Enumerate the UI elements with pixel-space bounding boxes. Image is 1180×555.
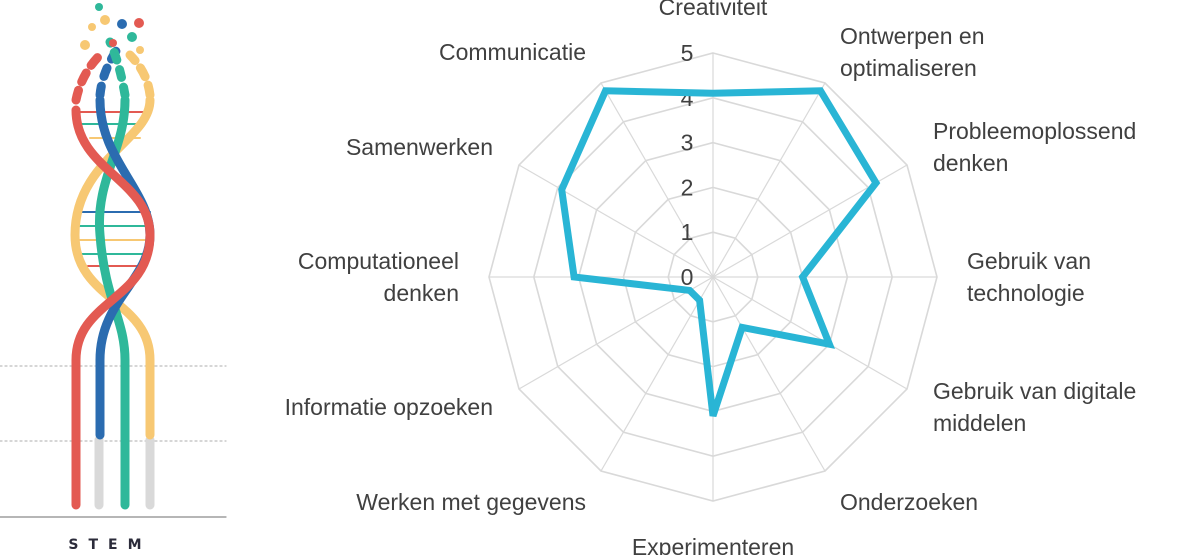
tick-label: 2 [681,174,694,200]
category-label-line: Probleemoplossend [933,118,1136,144]
category-label: Creativiteit [659,0,768,20]
logo-text: STEM [68,537,152,553]
grid-spoke [712,82,826,278]
stem-logo [0,3,227,518]
category-label-line: denken [933,150,1008,176]
category-label: Samenwerken [346,134,493,160]
category-label: Experimenteren [632,534,794,555]
category-label-line: Informatie opzoeken [285,394,493,420]
category-label: Werken met gegevens [356,489,586,515]
category-label: Onderzoeken [840,489,978,515]
category-label-line: Samenwerken [346,134,493,160]
grid-spoke [712,276,826,472]
grid-spoke [712,276,908,390]
radar-series [558,87,881,417]
category-label-line: middelen [933,410,1026,436]
grid-spoke [518,276,714,390]
category-label: Ontwerpen en optimaliseren [840,23,984,81]
category-label-line: Communicatie [439,39,586,65]
category-label-line: Onderzoeken [840,489,978,515]
category-label-line: Ontwerpen en [840,23,984,49]
tick-label: 1 [681,219,694,245]
category-label-line: Werken met gegevens [356,489,586,515]
category-label-line: denken [384,280,459,306]
category-label: Informatie opzoeken [285,394,493,420]
category-label: Probleemoplossend denken [933,118,1136,176]
category-label-line: optimaliseren [840,55,977,81]
category-label-line: Gebruik van digitale [933,378,1136,404]
grid-spoke [600,82,714,278]
category-label: Gebruik van digitale middelen [933,378,1136,436]
category-label-line: Experimenteren [632,534,794,555]
category-label-line: Gebruik van [967,248,1091,274]
category-label-line: technologie [967,280,1085,306]
category-label: Communicatie [439,39,586,65]
dna-helix-icon [0,3,227,518]
category-label-line: Computationeel [298,248,459,274]
tick-label: 4 [681,85,694,111]
radar-grid [488,52,938,502]
tick-label: 5 [681,40,694,66]
tick-label: 3 [681,130,694,156]
grid-spoke [518,164,714,278]
category-label-line: Creativiteit [659,0,768,20]
radar-tick-labels: 0 1 2 3 4 5 [681,40,694,290]
tick-label: 0 [681,264,694,290]
category-label: Gebruik van technologie [967,248,1091,306]
category-label: Computationeel denken [298,248,459,306]
series-line [558,87,881,417]
grid-spoke [600,276,714,472]
